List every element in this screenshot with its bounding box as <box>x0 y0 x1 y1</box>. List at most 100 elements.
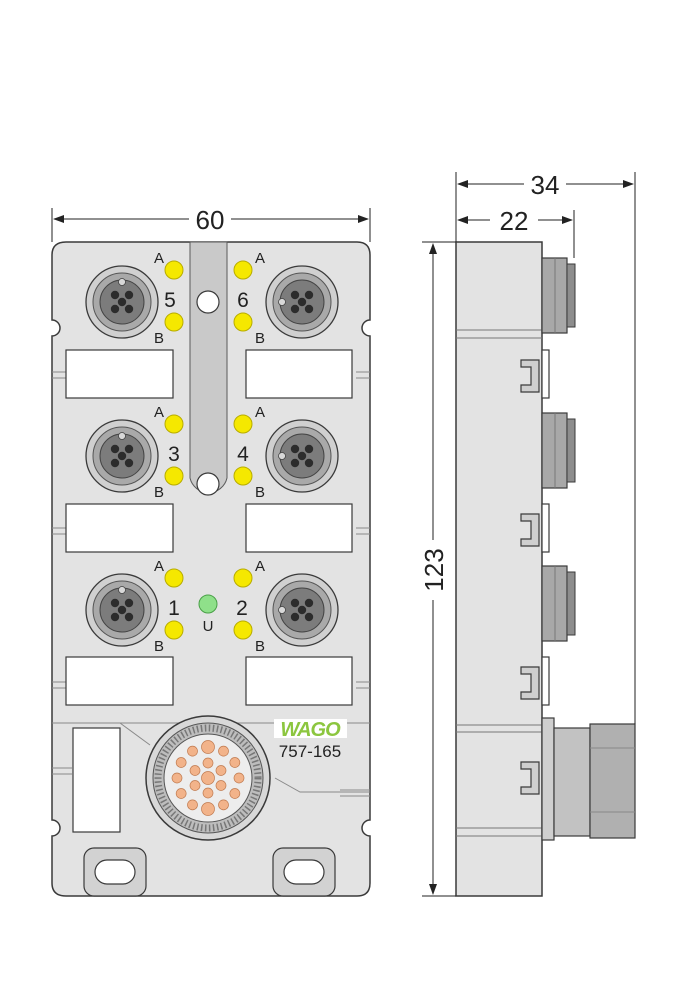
side-view: 34 22 123 <box>419 170 636 897</box>
socket-pin <box>290 598 300 608</box>
label-field <box>65 656 174 706</box>
led-label-b: B <box>154 484 164 501</box>
main-connector-pin <box>218 745 229 757</box>
socket-pin <box>124 458 134 468</box>
led-label-b: B <box>255 484 265 501</box>
socket-pin <box>304 290 314 300</box>
port-sockets <box>85 265 339 647</box>
dimension-depth-total-label: 34 <box>531 170 560 200</box>
side-port-connector <box>541 565 576 642</box>
side-housing <box>455 241 543 897</box>
dimension-height-label: 123 <box>419 548 449 591</box>
main-connector-pin <box>215 765 227 776</box>
main-connector-pin <box>233 772 245 784</box>
main-connector-pin <box>202 757 214 769</box>
main-connector-pin <box>202 787 214 799</box>
label-field-bottom <box>72 727 121 833</box>
socket-pin <box>124 598 134 608</box>
socket-pin <box>124 444 134 454</box>
socket-pin <box>297 297 307 307</box>
port-number-2: 2 <box>236 597 248 620</box>
side-port-connectors <box>541 257 576 642</box>
socket-pin <box>110 304 120 314</box>
dimension-depth-body <box>457 210 575 258</box>
led-label-a: A <box>255 250 265 267</box>
socket-pin <box>297 605 307 615</box>
label-fields <box>65 349 353 833</box>
side-port-connector <box>541 412 576 489</box>
port-number-1: 1 <box>168 597 180 620</box>
socket-pin <box>110 444 120 454</box>
status-led-yellow <box>233 414 253 434</box>
socket-pin <box>304 612 314 622</box>
port-number-3: 3 <box>168 443 180 466</box>
label-field <box>245 503 353 553</box>
power-led-green <box>198 594 218 614</box>
label-field <box>65 349 174 399</box>
mounting-hole-top <box>196 290 220 314</box>
status-led-yellow <box>233 568 253 588</box>
status-led-yellow <box>164 568 184 588</box>
socket-pin <box>117 605 127 615</box>
led-label-a: A <box>154 250 164 267</box>
side-main-connector <box>541 717 636 841</box>
socket-key-icon <box>278 606 286 614</box>
socket-pin <box>304 598 314 608</box>
brand-logo-text: WAGO <box>280 719 341 741</box>
led-label-a: A <box>255 558 265 575</box>
socket-pin <box>117 451 127 461</box>
socket-pin <box>110 598 120 608</box>
port-number-5: 5 <box>164 289 176 312</box>
m12-socket-6 <box>265 265 339 339</box>
model-number: 757-165 <box>279 742 341 761</box>
main-connector-pin <box>187 745 198 757</box>
m12-socket-5 <box>85 265 159 339</box>
status-led-yellow <box>233 620 253 640</box>
main-connector-pin <box>218 799 229 811</box>
led-label-b: B <box>154 638 164 655</box>
m12-socket-1 <box>85 573 159 647</box>
center-bar <box>189 241 228 494</box>
led-label-a: A <box>255 404 265 421</box>
dimension-depth-total <box>455 172 636 724</box>
socket-pin <box>124 612 134 622</box>
socket-pin <box>124 304 134 314</box>
socket-pin <box>297 451 307 461</box>
main-connector-pin <box>229 788 241 799</box>
main-connector-pin <box>215 780 227 791</box>
label-field <box>245 656 353 706</box>
socket-key-icon <box>118 432 126 440</box>
m12-socket-4 <box>265 419 339 493</box>
dimension-width-label: 60 <box>196 205 225 235</box>
socket-pin <box>290 458 300 468</box>
mounting-slots <box>83 847 336 897</box>
socket-pin <box>304 444 314 454</box>
led-label-b: B <box>255 638 265 655</box>
led-label-a: A <box>154 558 164 575</box>
front-view: 5 6 3 4 1 2 A B A B A B A B A B A B U <box>51 205 371 897</box>
status-led-yellow <box>233 312 253 332</box>
dimension-depth-body-label: 22 <box>500 206 529 236</box>
main-connector-pin <box>187 799 198 811</box>
led-label-a: A <box>154 404 164 421</box>
socket-pin <box>304 458 314 468</box>
brand-logo: WAGO <box>274 719 347 741</box>
led-label-b: B <box>255 330 265 347</box>
side-port-connector <box>541 257 576 334</box>
status-led-yellow <box>233 260 253 280</box>
main-connector-pin <box>175 757 187 768</box>
main-connector-pin <box>201 771 215 785</box>
socket-pin <box>290 304 300 314</box>
main-connector-pin <box>189 780 201 791</box>
main-connector-pin <box>171 772 183 784</box>
power-led-label: U <box>203 618 214 635</box>
status-led-yellow <box>164 260 184 280</box>
socket-pin <box>124 290 134 300</box>
socket-pin <box>117 297 127 307</box>
main-connector-pin <box>201 740 215 754</box>
m12-socket-3 <box>85 419 159 493</box>
status-led-yellow <box>164 620 184 640</box>
led-label-b: B <box>154 330 164 347</box>
socket-key-icon <box>278 452 286 460</box>
status-led-yellow <box>164 466 184 486</box>
